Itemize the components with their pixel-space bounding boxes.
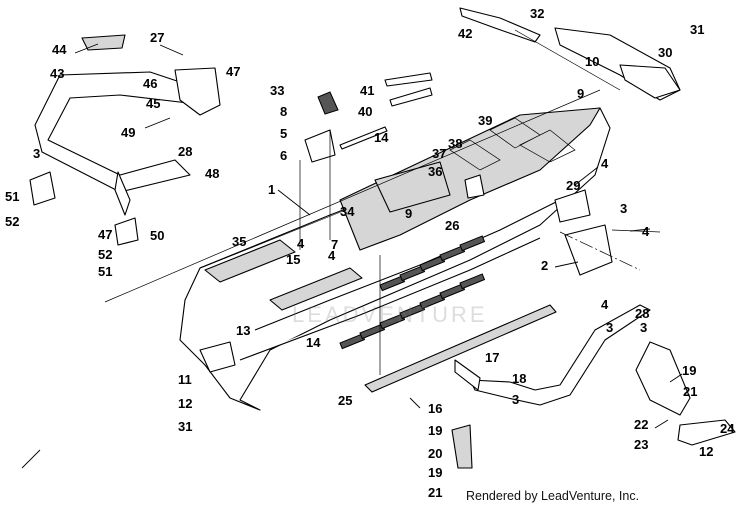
callout-51[interactable]: 51 [5, 189, 19, 204]
callout-4[interactable]: 4 [642, 224, 650, 239]
callout-18[interactable]: 18 [512, 371, 526, 386]
running-board[interactable] [451, 341, 736, 469]
callout-12[interactable]: 12 [699, 444, 713, 459]
callout-9[interactable]: 9 [577, 86, 584, 101]
callout-22[interactable]: 22 [634, 417, 648, 432]
callout-26[interactable]: 26 [445, 218, 459, 233]
callout-28[interactable]: 28 [178, 144, 192, 159]
callout-47[interactable]: 47 [98, 227, 112, 242]
callout-34[interactable]: 34 [340, 204, 355, 219]
callout-3[interactable]: 3 [512, 392, 519, 407]
callout-4[interactable]: 4 [601, 156, 609, 171]
callout-15[interactable]: 15 [286, 252, 300, 267]
callout-48[interactable]: 48 [205, 166, 219, 181]
callout-14[interactable]: 14 [306, 335, 321, 350]
callout-40[interactable]: 40 [358, 104, 372, 119]
credit-text: Rendered by LeadVenture, Inc. [466, 489, 640, 503]
callout-7[interactable]: 7 [331, 237, 338, 252]
callout-43[interactable]: 43 [50, 66, 64, 81]
callout-36[interactable]: 36 [428, 164, 442, 179]
callout-31[interactable]: 31 [178, 419, 192, 434]
callout-37[interactable]: 37 [432, 146, 446, 161]
callout-12[interactable]: 12 [178, 396, 192, 411]
reference-lines [104, 29, 661, 375]
callout-28[interactable]: 28 [635, 306, 649, 321]
callout-14[interactable]: 14 [374, 130, 389, 145]
callout-19[interactable]: 19 [682, 363, 696, 378]
callout-42[interactable]: 42 [458, 26, 472, 41]
callout-13[interactable]: 13 [236, 323, 250, 338]
callout-32[interactable]: 32 [530, 6, 544, 21]
callout-5[interactable]: 5 [280, 126, 287, 141]
callout-19[interactable]: 19 [428, 465, 442, 480]
callout-51[interactable]: 51 [98, 264, 112, 279]
callout-24[interactable]: 24 [720, 421, 735, 436]
callout-38[interactable]: 38 [448, 136, 462, 151]
callout-33[interactable]: 33 [270, 83, 284, 98]
callout-6[interactable]: 6 [280, 148, 287, 163]
callout-49[interactable]: 49 [121, 125, 135, 140]
callout-3[interactable]: 3 [606, 320, 613, 335]
callout-50[interactable]: 50 [150, 228, 164, 243]
callout-30[interactable]: 30 [658, 45, 672, 60]
callout-35[interactable]: 35 [232, 234, 246, 249]
callout-11[interactable]: 11 [178, 372, 192, 387]
front-bumper[interactable] [459, 7, 681, 101]
callout-1[interactable]: 1 [268, 182, 275, 197]
leader-lines [21, 43, 683, 469]
callout-10[interactable]: 10 [585, 54, 599, 69]
callout-47[interactable]: 47 [226, 64, 240, 79]
callout-3[interactable]: 3 [620, 201, 627, 216]
callout-2[interactable]: 2 [541, 258, 548, 273]
callout-23[interactable]: 23 [634, 437, 648, 452]
callout-25[interactable]: 25 [338, 393, 352, 408]
callout-4[interactable]: 4 [297, 236, 305, 251]
callout-19[interactable]: 19 [428, 423, 442, 438]
callout-41[interactable]: 41 [360, 83, 374, 98]
callout-21[interactable]: 21 [683, 384, 697, 399]
callout-4[interactable]: 4 [328, 248, 336, 263]
callout-44[interactable]: 44 [52, 42, 67, 57]
callout-3[interactable]: 3 [33, 146, 40, 161]
rails[interactable] [339, 72, 557, 393]
callout-4[interactable]: 4 [601, 297, 609, 312]
callout-46[interactable]: 46 [143, 76, 157, 91]
callout-39[interactable]: 39 [478, 113, 492, 128]
callout-16[interactable]: 16 [428, 401, 442, 416]
callout-17[interactable]: 17 [485, 350, 499, 365]
callout-29[interactable]: 29 [566, 178, 580, 193]
callout-3[interactable]: 3 [640, 320, 647, 335]
callout-45[interactable]: 45 [146, 96, 160, 111]
callout-8[interactable]: 8 [280, 104, 287, 119]
callout-21[interactable]: 21 [428, 485, 442, 500]
callout-9[interactable]: 9 [405, 206, 412, 221]
callout-52[interactable]: 52 [98, 247, 112, 262]
callout-31[interactable]: 31 [690, 22, 704, 37]
callout-20[interactable]: 20 [428, 446, 442, 461]
callout-27[interactable]: 27 [150, 30, 164, 45]
callout-52[interactable]: 52 [5, 214, 19, 229]
